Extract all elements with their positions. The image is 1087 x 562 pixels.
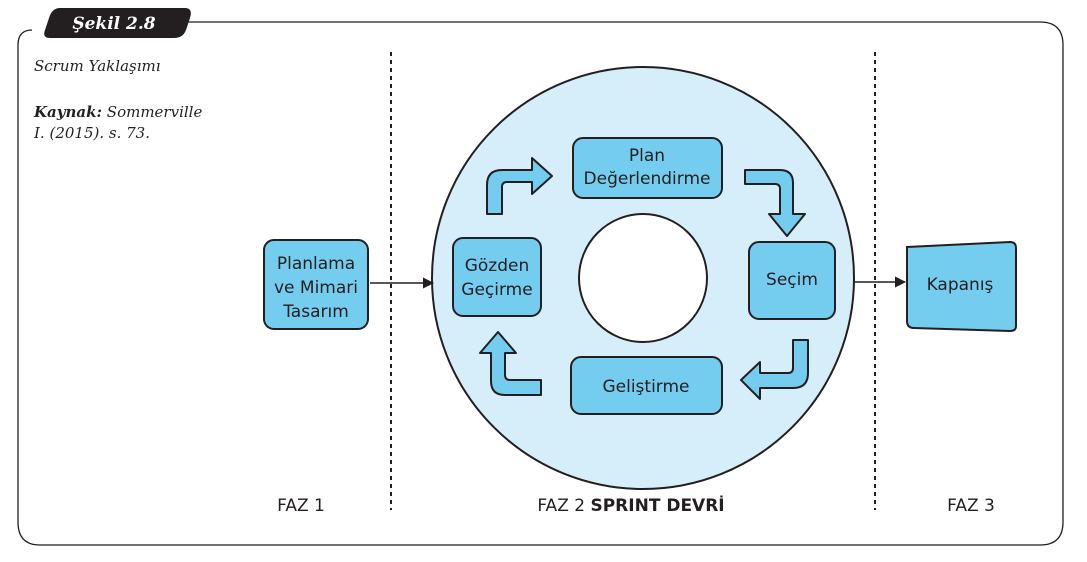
figure-source: Kaynak: Sommerville xyxy=(33,103,202,121)
cycle-arrow-secim-to-gelistirme xyxy=(740,339,809,400)
gozden-line1: Gözden xyxy=(465,256,530,276)
gelistirme-label: Geliştirme xyxy=(602,377,689,397)
source-label: Kaynak: xyxy=(33,103,102,121)
cycle-arrow-gelistirme-to-gozden xyxy=(479,331,542,396)
cycle-arrow-gozden-to-plan xyxy=(486,157,553,215)
node-kapanis: Kapanış xyxy=(906,240,1017,333)
faz2-sprint-devri: SPRINT DEVRİ xyxy=(590,494,724,516)
plan-degerlendirme-line1: Plan xyxy=(629,146,665,166)
kapanis-label: Kapanış xyxy=(927,275,994,295)
figure-source-line2: I. (2015). s. 73. xyxy=(33,124,150,142)
faz2-prefix: FAZ 2 xyxy=(537,496,590,516)
node-gelistirme: Geliştirme xyxy=(570,356,723,415)
planlama-line2: ve Mimari xyxy=(274,278,358,298)
phase-label-faz3: FAZ 3 xyxy=(947,496,995,516)
node-secim: Seçim xyxy=(748,241,836,320)
phase-label-faz1: FAZ 1 xyxy=(277,496,325,516)
figure-tag: Şekil 2.8 xyxy=(44,8,191,38)
plan-degerlendirme-line2: Değerlendirme xyxy=(584,169,711,189)
sprint-cycle-hole xyxy=(578,213,708,343)
source-author: Sommerville xyxy=(102,103,202,121)
planlama-line1: Planlama xyxy=(277,254,355,274)
cycle-arrow-plan-to-secim xyxy=(744,169,806,237)
node-plan-degerlendirme: Plan Değerlendirme xyxy=(572,137,723,199)
secim-label: Seçim xyxy=(766,270,818,290)
figure-caption-title: Scrum Yaklaşımı xyxy=(34,57,161,75)
gozden-line2: Geçirme xyxy=(461,280,532,300)
node-gozden-gecirme: Gözden Geçirme xyxy=(452,237,542,317)
figure-tag-text: Şekil 2.8 xyxy=(72,14,155,34)
planlama-line3: Tasarım xyxy=(282,302,349,322)
phase-label-faz2: FAZ 2 SPRINT DEVRİ xyxy=(537,494,724,516)
figure-frame xyxy=(17,21,1064,546)
node-planlama: Planlama ve Mimari Tasarım xyxy=(263,239,369,330)
